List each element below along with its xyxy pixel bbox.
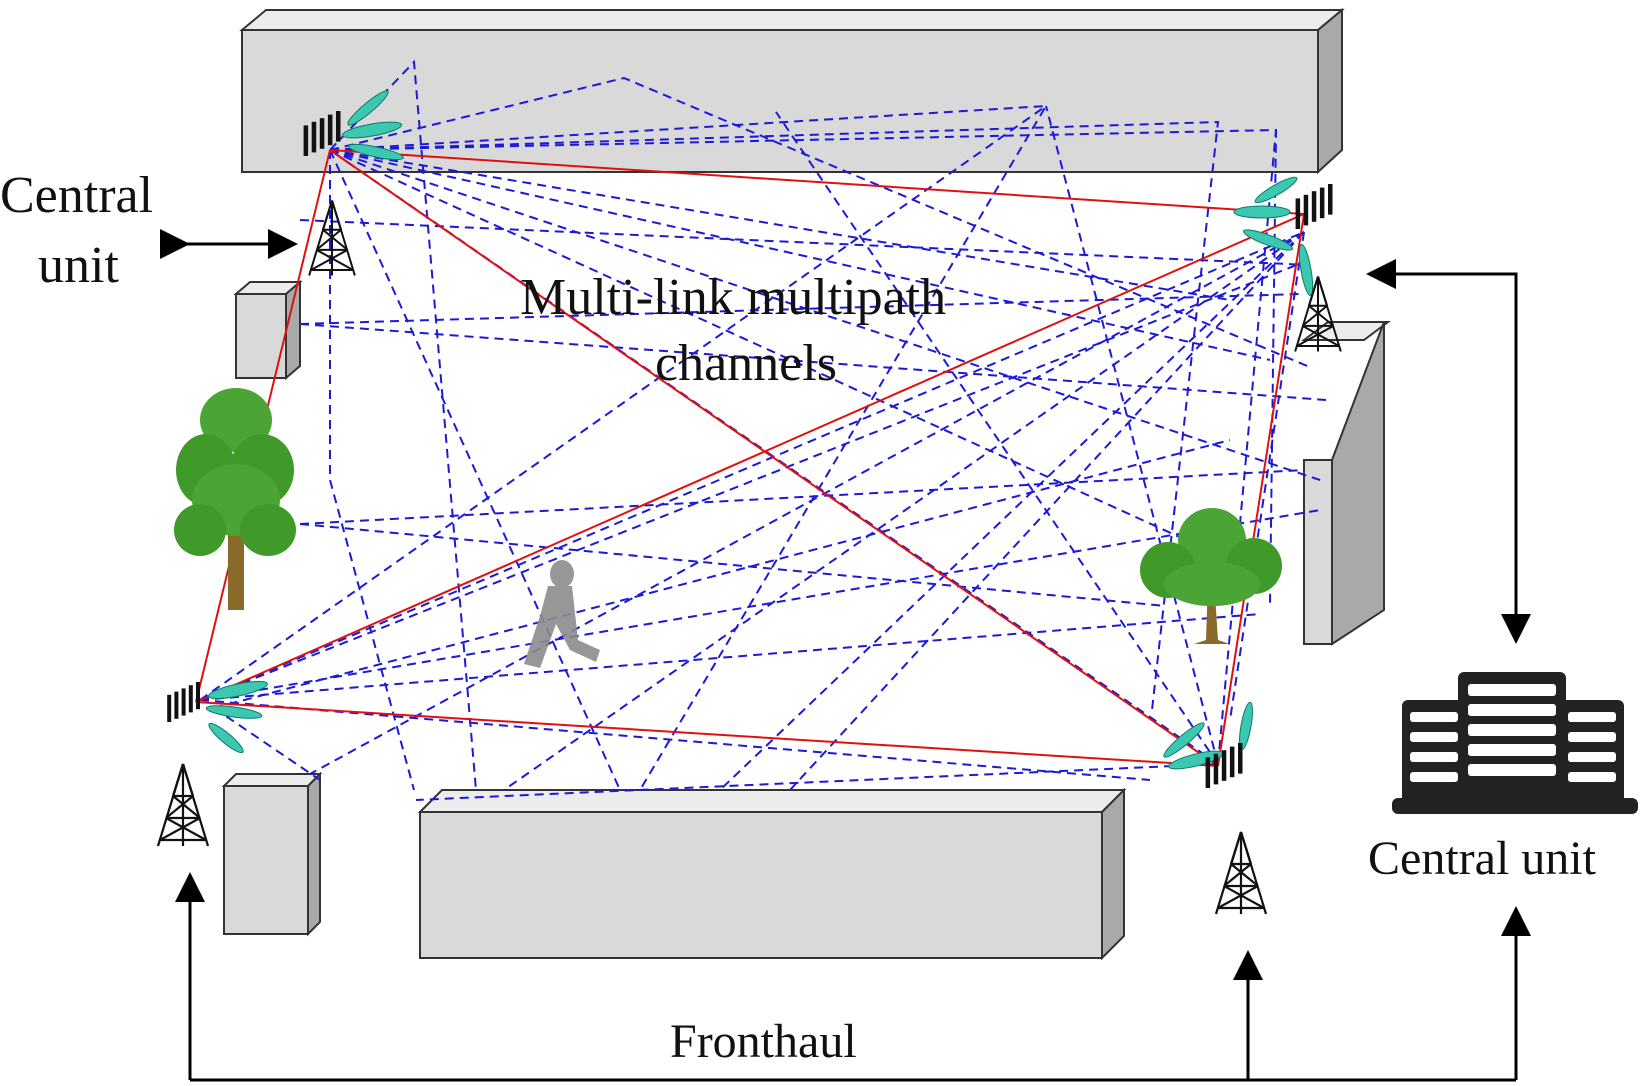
arrow-central-unit-right — [1366, 259, 1531, 644]
fronthaul-label: Fronthaul — [670, 1015, 857, 1068]
multipath-channels-label-line2: channels — [655, 335, 837, 392]
building-right-tall — [1301, 321, 1391, 646]
direct-links — [195, 149, 1305, 767]
multipath-channels-label: Multi-link multipath — [520, 269, 947, 326]
tree-icon — [174, 388, 296, 610]
building-small-left-bottom — [221, 771, 323, 937]
building-bottom — [417, 787, 1127, 961]
central-unit-label-right: Central unit — [1368, 832, 1596, 885]
antenna-bottom-right — [1205, 743, 1268, 916]
antenna-beams — [205, 90, 1314, 770]
pedestrian-icon — [524, 560, 600, 668]
server-rack-icon — [1392, 672, 1638, 814]
fronthaul-lines — [175, 872, 1531, 1082]
multipath-links — [199, 59, 1327, 801]
central-unit-label-left-line2: unit — [38, 237, 119, 294]
central-unit-label-left: Central — [0, 167, 154, 224]
antenna-bottom-left — [156, 682, 210, 848]
building-small-left-top — [233, 279, 303, 381]
tree-icon — [1140, 508, 1282, 644]
